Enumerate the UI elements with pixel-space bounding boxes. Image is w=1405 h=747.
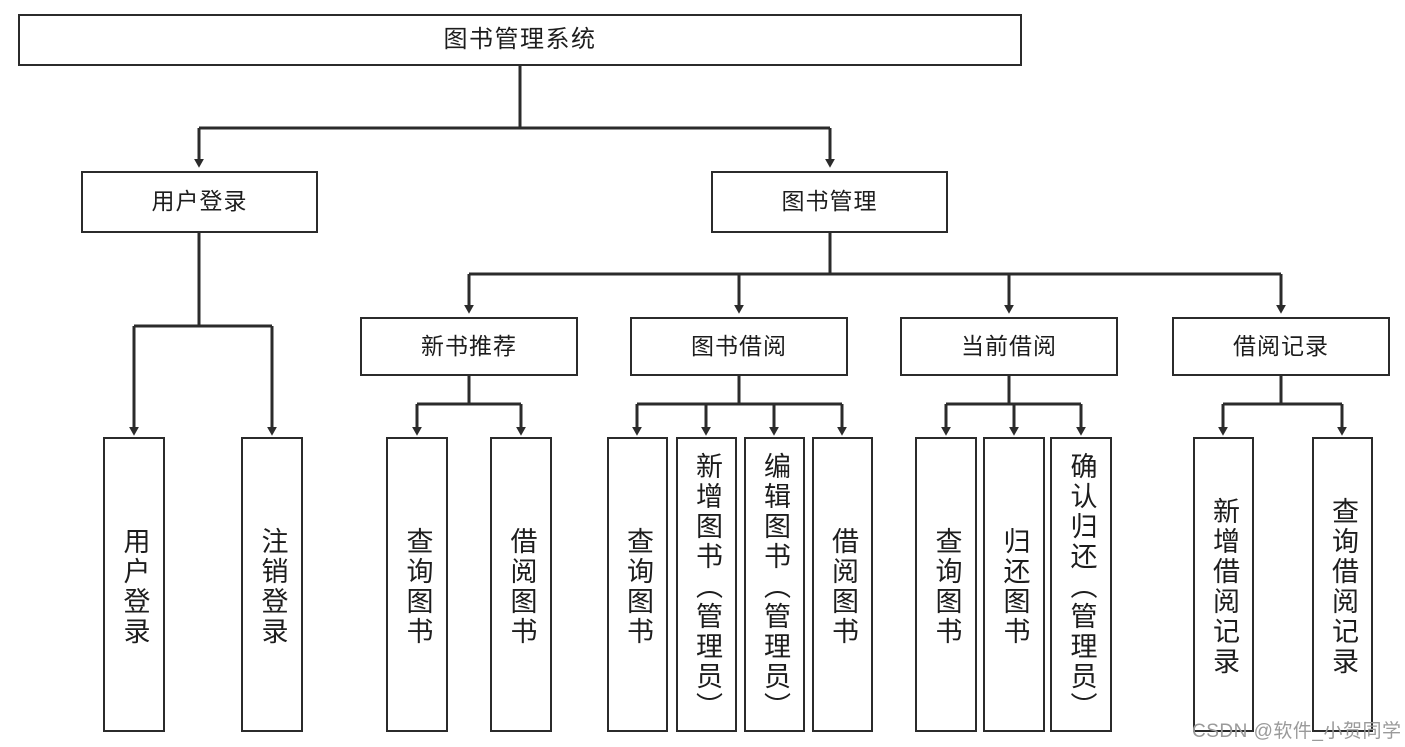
leaf-query-book-current[interactable]: 查询图书 xyxy=(915,437,977,732)
leaf-return-book[interactable]: 归还图书 xyxy=(983,437,1045,732)
node-label: 借阅图书 xyxy=(506,526,537,647)
node-label: 借阅图书 xyxy=(828,526,858,647)
leaf-confirm-return[interactable]: 确认归还（管理员） xyxy=(1050,437,1112,732)
node-label: 图书管理系统 xyxy=(443,25,597,53)
node-label: 注销登录 xyxy=(257,526,288,647)
leaf-add-borrow-record[interactable]: 新增借阅记录 xyxy=(1193,437,1254,732)
node-book-management[interactable]: 图书管理 xyxy=(711,171,948,233)
node-label: 查询图书 xyxy=(931,526,962,647)
leaf-borrow-book-recommend[interactable]: 借阅图书 xyxy=(490,437,552,732)
node-root-system[interactable]: 图书管理系统 xyxy=(18,14,1022,66)
node-user-login[interactable]: 用户登录 xyxy=(81,171,318,233)
leaf-query-book-recommend[interactable]: 查询图书 xyxy=(386,437,448,732)
node-label: 新增图书（管理员） xyxy=(692,451,722,722)
leaf-borrow-book[interactable]: 借阅图书 xyxy=(812,437,873,732)
node-label: 归还图书 xyxy=(999,526,1030,647)
node-borrow-record[interactable]: 借阅记录 xyxy=(1172,317,1390,376)
node-label: 查询图书 xyxy=(623,526,653,647)
node-book-borrow[interactable]: 图书借阅 xyxy=(630,317,848,376)
node-label: 借阅记录 xyxy=(1233,332,1329,359)
node-label: 编辑图书（管理员） xyxy=(760,451,790,722)
leaf-edit-book[interactable]: 编辑图书（管理员） xyxy=(744,437,805,732)
node-label: 确认归还（管理员） xyxy=(1066,451,1097,722)
node-label: 用户登录 xyxy=(151,188,248,215)
leaf-query-borrow-record[interactable]: 查询借阅记录 xyxy=(1312,437,1373,732)
node-label: 图书借阅 xyxy=(691,332,787,359)
leaf-query-book-borrow[interactable]: 查询图书 xyxy=(607,437,668,732)
node-label: 新书推荐 xyxy=(421,332,517,359)
node-label: 当前借阅 xyxy=(961,332,1057,359)
node-label: 新增借阅记录 xyxy=(1209,496,1239,677)
node-new-book-recommend[interactable]: 新书推荐 xyxy=(360,317,578,376)
leaf-user-logout[interactable]: 注销登录 xyxy=(241,437,303,732)
leaf-add-book[interactable]: 新增图书（管理员） xyxy=(676,437,737,732)
node-label: 查询图书 xyxy=(402,526,433,647)
node-label: 图书管理 xyxy=(781,188,878,215)
node-label: 查询借阅记录 xyxy=(1328,496,1358,677)
leaf-user-login[interactable]: 用户登录 xyxy=(103,437,165,732)
node-current-borrow[interactable]: 当前借阅 xyxy=(900,317,1118,376)
node-label: 用户登录 xyxy=(119,526,150,647)
